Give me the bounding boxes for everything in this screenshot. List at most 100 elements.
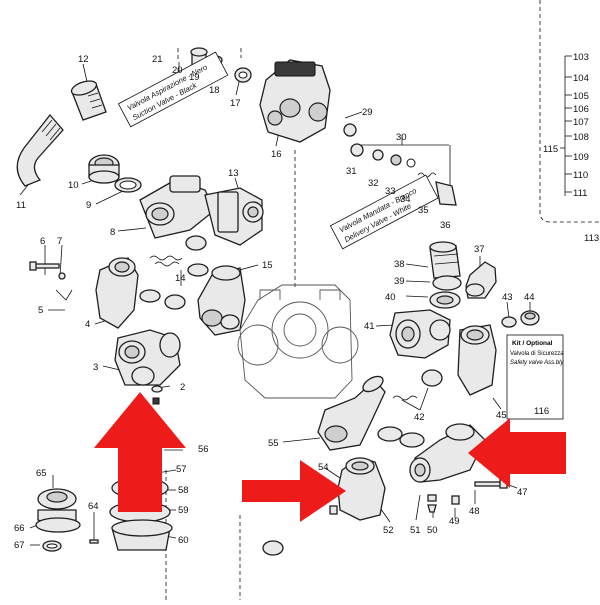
callout-20: 20	[172, 65, 183, 76]
callout-51: 51	[410, 525, 421, 536]
red-arrow-up	[94, 392, 186, 512]
callout-16: 16	[271, 149, 282, 160]
callout-31: 31	[346, 166, 357, 177]
callout-43: 43	[502, 292, 513, 303]
callout-64: 64	[88, 501, 99, 512]
part-4-valve-manifold	[95, 257, 139, 329]
callout-11: 11	[16, 200, 26, 211]
part-65-66-67-seals	[35, 488, 81, 552]
callout-115: 115	[543, 144, 558, 155]
callout-12: 12	[78, 54, 89, 65]
callout-66: 66	[14, 523, 25, 534]
callout-116: 116	[534, 406, 549, 417]
callout-40: 40	[385, 292, 396, 303]
part-lower-mid	[262, 540, 284, 556]
part-9-o-ring	[114, 177, 142, 193]
kit-title: Kit / Optional	[512, 340, 553, 347]
part-11-elbow-hose	[16, 113, 64, 187]
callout-56: 56	[198, 444, 209, 455]
pump-housing-ghost	[237, 284, 359, 399]
callout-110: 110	[573, 170, 588, 181]
callout-32: 32	[368, 178, 379, 189]
callout-67: 67	[14, 540, 25, 551]
part-38-hose-tail	[429, 241, 461, 279]
callout-113: 113	[584, 233, 599, 244]
part-10-ring-nut	[88, 154, 120, 184]
callout-5: 5	[38, 305, 43, 316]
callout-60: 60	[178, 535, 189, 546]
callout-9: 9	[86, 200, 91, 211]
callout-41: 41	[364, 321, 375, 332]
callout-50: 50	[427, 525, 438, 536]
kit-label-en: Safety valve Ass.bly	[510, 360, 564, 366]
callout-49: 49	[449, 516, 460, 527]
callout-10: 10	[68, 180, 79, 191]
callout-58: 58	[178, 485, 189, 496]
part-64-bolt	[89, 539, 99, 544]
kit-box	[506, 334, 564, 420]
callout-109: 109	[573, 152, 589, 163]
part-37-elbow-hose	[465, 261, 497, 299]
callout-54: 54	[318, 462, 329, 473]
callout-38: 38	[394, 259, 405, 270]
red-arrow-right	[242, 460, 346, 522]
callout-3: 3	[93, 362, 98, 373]
callout-44: 44	[524, 292, 535, 303]
parts-39-40-nut-and-ring	[429, 275, 462, 309]
callout-48: 48	[469, 506, 480, 517]
callout-106: 106	[573, 104, 589, 115]
callout-14: 14	[175, 273, 186, 284]
part-5-allen-key	[55, 289, 73, 301]
part-12-hose-fitting	[70, 80, 107, 121]
part-51-tee-fitting	[409, 423, 486, 483]
part-45-manifold	[457, 324, 497, 396]
red-arrow-left	[468, 418, 566, 488]
kit-label-it: Valvola di Sicurezza	[510, 351, 564, 357]
callout-21: 21	[152, 54, 163, 65]
parts-47-50-bolts	[329, 477, 508, 515]
callout-59: 59	[178, 505, 189, 516]
callout-65: 65	[36, 468, 47, 479]
part-2-bolt	[151, 385, 163, 405]
parts-43-44-plug-and-cap	[501, 310, 540, 328]
callout-42: 42	[414, 412, 425, 423]
part-42-rings-and-spring	[377, 369, 443, 448]
callout-6: 6	[40, 236, 45, 247]
callout-13: 13	[228, 168, 239, 179]
callout-37: 37	[474, 244, 485, 255]
parts-31-36-delivery-valve	[343, 123, 457, 206]
part-55-manifold	[317, 375, 386, 451]
callout-19: 19	[189, 72, 200, 83]
callout-17: 17	[230, 98, 241, 109]
callout-108: 108	[573, 132, 589, 143]
callout-104: 104	[573, 73, 589, 84]
part-3-tee-fitting	[114, 329, 181, 386]
callout-105: 105	[573, 91, 589, 102]
part-52-manifold	[337, 457, 386, 521]
callout-47: 47	[517, 487, 528, 498]
callout-52: 52	[383, 525, 394, 536]
callout-18: 18	[209, 85, 220, 96]
callout-numbers: 12 11 10 9 8 13 14 15 6 7 5 4 3 2 21 20 …	[14, 52, 599, 551]
callout-15: 15	[262, 260, 273, 271]
part-41-valve-body	[389, 309, 451, 359]
callout-29: 29	[362, 107, 373, 118]
callout-33: 33	[385, 186, 396, 197]
callout-45: 45	[496, 410, 507, 421]
callout-57: 57	[176, 464, 187, 475]
callout-36: 36	[440, 220, 451, 231]
callout-35: 35	[418, 205, 429, 216]
callout-4: 4	[85, 319, 90, 330]
callout-55: 55	[268, 438, 279, 449]
callout-30: 30	[396, 132, 407, 143]
callout-39: 39	[394, 276, 405, 287]
callout-107: 107	[573, 117, 589, 128]
callout-103: 103	[573, 52, 589, 63]
part-13-manifold-connector	[204, 187, 264, 246]
callout-2: 2	[180, 382, 185, 393]
callout-8: 8	[110, 227, 115, 238]
kit-optional-label: Kit / Optional Valvola di Sicurezza Safe…	[510, 340, 564, 366]
callout-7: 7	[57, 236, 62, 247]
